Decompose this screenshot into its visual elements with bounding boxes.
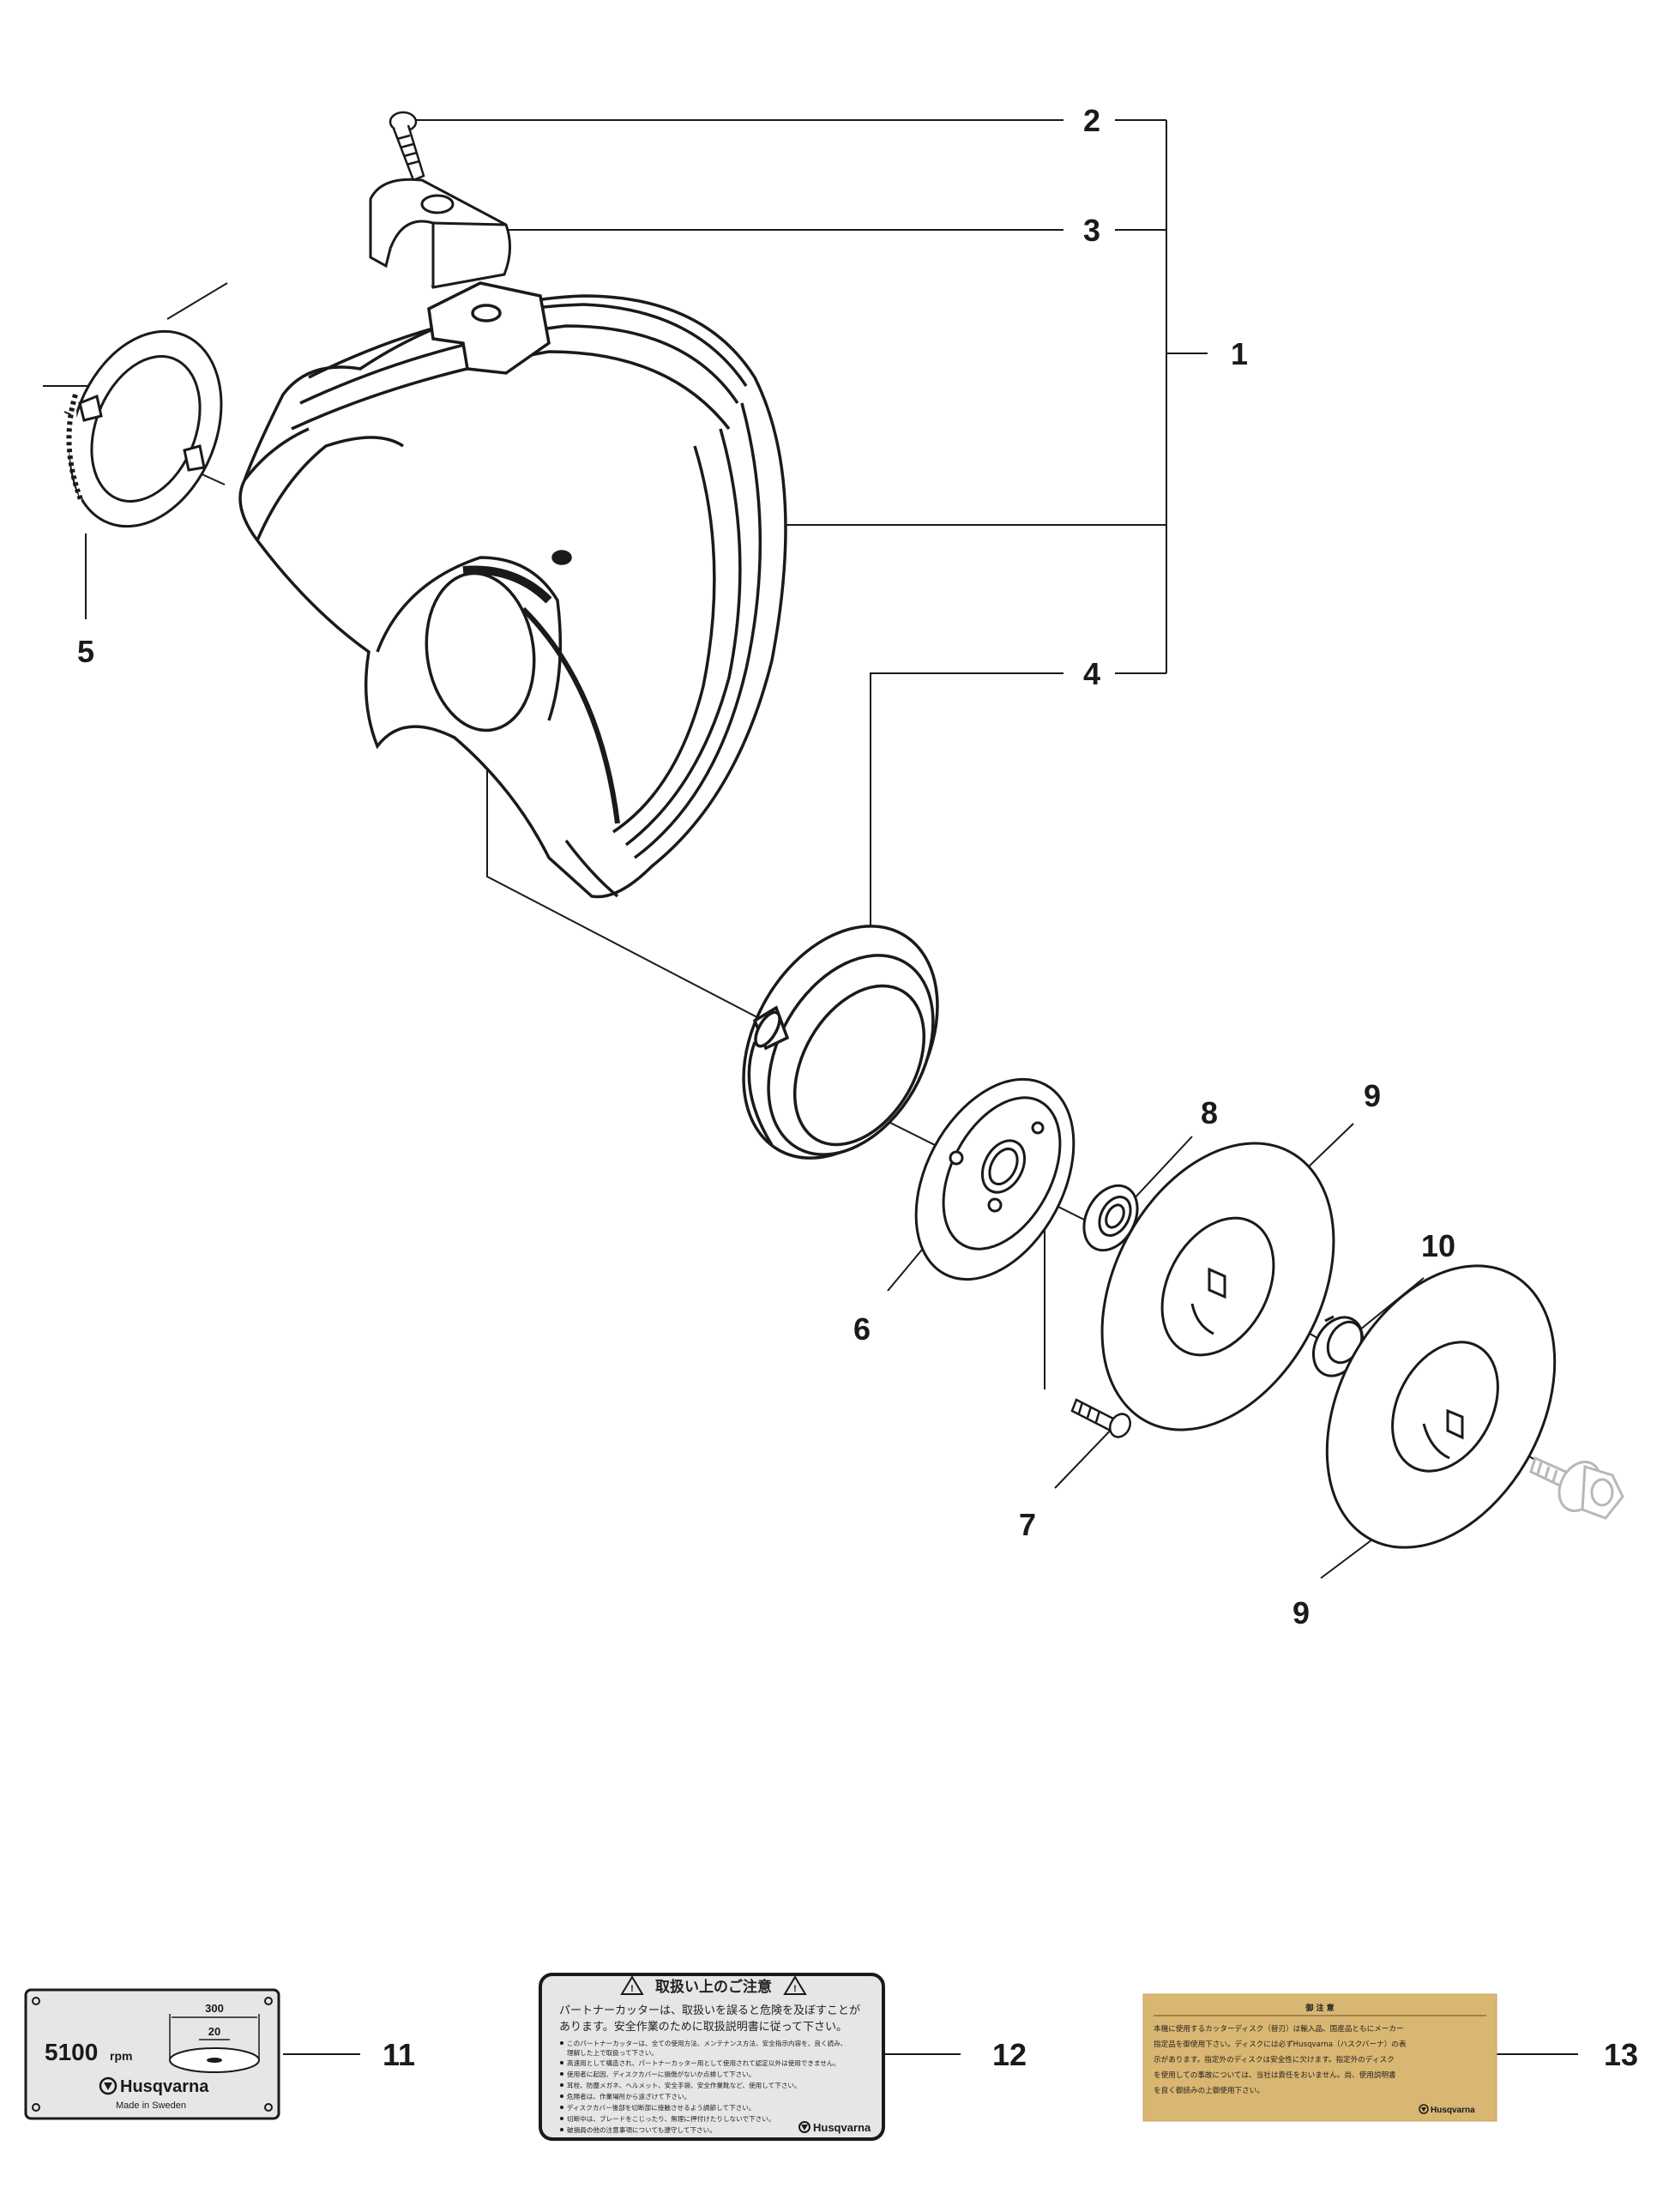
- label-12-bullet-6: ディスクカバー後部を切断部に接触させるよう調節して下さい。: [567, 2103, 755, 2112]
- label-12-bullet-1b: 理解した上で取扱って下さい。: [567, 2048, 658, 2057]
- label-12-bullet-5: 危険者は、作業場所から遠ざけて下さい。: [567, 2092, 690, 2100]
- label-12-intro-1: パートナーカッターは、取扱いを誤ると危険を及ぼすことが: [559, 2004, 860, 2017]
- label-12-title: 取扱い上のご注意: [655, 1978, 772, 1996]
- callout-8: 8: [1201, 1095, 1218, 1130]
- svg-text:!: !: [630, 1984, 634, 1994]
- label-13-line-1: 本機に使用するカッターディスク（替刃）は輸入品、国産品ともにメーカー: [1154, 2023, 1404, 2034]
- label-11-brand: Husqvarna: [120, 2077, 209, 2096]
- callout-4: 4: [1083, 656, 1100, 691]
- husqvarna-logo-icon: [1419, 2104, 1429, 2114]
- label-13-line-3: 示があります。指定外のディスクは安全性に欠けます。指定外のディスク: [1154, 2054, 1395, 2064]
- label-12-bullet-3: 使用者に起因、ディスクカバーに損傷がないか点検して下さい。: [567, 2070, 755, 2078]
- label-13-notice-sticker: 御 注 意 本機に使用するカッターディスク（替刃）は輸入品、国産品ともにメーカー…: [1142, 1993, 1497, 2122]
- label-12-brand: Husqvarna: [813, 2121, 871, 2134]
- disc-washer-part-9-lower: [1325, 1264, 1557, 1549]
- label-13-line-4: を使用しての事故については、当社は責任をおいません。尚、使用説明書: [1154, 2070, 1396, 2080]
- callout-9-upper: 9: [1364, 1078, 1381, 1113]
- label-12-bullet-4: 耳栓、防塵メガネ、ヘルメット、安全手袋、安全作業靴など、使用して下さい。: [567, 2081, 801, 2089]
- callout-7: 7: [1019, 1507, 1036, 1542]
- label-13-line-5: を良く御読みの上御使用下さい。: [1154, 2085, 1264, 2095]
- callout-9-lower: 9: [1292, 1595, 1310, 1630]
- callout-11: 11: [383, 2037, 415, 2072]
- callout-10: 10: [1421, 1228, 1455, 1263]
- label-12-bullet-1: このパートナーカッターは、全ての使用方法、メンテナンス方法、安全指示内容を、良く…: [567, 2039, 847, 2047]
- flange-part-6: [914, 1077, 1076, 1281]
- label-13-line-2: 指定品を御使用下さい。ディスクには必ずHusqvarna（ハスクバーナ）の表: [1154, 2039, 1407, 2049]
- callout-13: 13: [1604, 2037, 1638, 2072]
- disc-washer-part-9-upper: [1100, 1142, 1335, 1431]
- svg-text:!: !: [793, 1984, 797, 1994]
- callout-1: 1: [1231, 336, 1248, 371]
- bearing-housing-part-4: [742, 925, 939, 1160]
- toothed-washer-part-5: [66, 329, 223, 528]
- screw-part-2: [389, 111, 425, 182]
- husqvarna-logo-icon: [798, 2121, 810, 2133]
- label-11-rpm-value: 5100: [45, 2039, 98, 2065]
- label-12-bullet-2: 高速用として構造され、パートナーカッター用として使用されて認定以外は使用できませ…: [567, 2058, 840, 2067]
- blade-guard-shroud-part-1: [238, 281, 787, 899]
- callout-6: 6: [853, 1311, 871, 1347]
- callout-12: 12: [992, 2037, 1027, 2072]
- label-11-rpm-unit: rpm: [110, 2049, 132, 2063]
- label-12-caution-sticker: ! ! 取扱い上のご注意 パートナーカッターは、取扱いを誤ると危険を及ぼすことが…: [539, 1973, 885, 2141]
- label-12-bullet-8: 破損員の他の注意事項についても遵守して下さい。: [567, 2125, 716, 2134]
- label-12-bullet-7: 切断中は、ブレードをこじったり、無理に押付けたりしないで下さい。: [567, 2114, 774, 2123]
- label-11-made-in: Made in Sweden: [116, 2100, 186, 2111]
- husqvarna-logo-icon: [99, 2076, 117, 2095]
- label-11-dim-inner: 20: [208, 2025, 220, 2038]
- callout-3: 3: [1083, 213, 1100, 248]
- callout-2: 2: [1083, 103, 1100, 138]
- warning-triangle-icon: !: [620, 1975, 644, 1995]
- screw-part-7: [1070, 1398, 1131, 1438]
- label-11-speed-plate: 5100 rpm 300 20 Husqvarna Made in Sweden: [24, 1988, 280, 2120]
- callout-5: 5: [77, 634, 94, 669]
- label-13-title: 御 注 意: [1304, 2003, 1334, 2013]
- label-12-intro-2: あります。安全作業のために取扱説明書に従って下さい。: [559, 2020, 847, 2034]
- label-13-brand: Husqvarna: [1431, 2106, 1475, 2115]
- bushing-part-8: [1082, 1184, 1139, 1252]
- warning-triangle-icon: !: [783, 1975, 807, 1995]
- label-11-dim-outer: 300: [205, 2002, 224, 2015]
- arbor-bolt-grey: [1529, 1456, 1624, 1520]
- clamp-block-part-3: [369, 178, 511, 289]
